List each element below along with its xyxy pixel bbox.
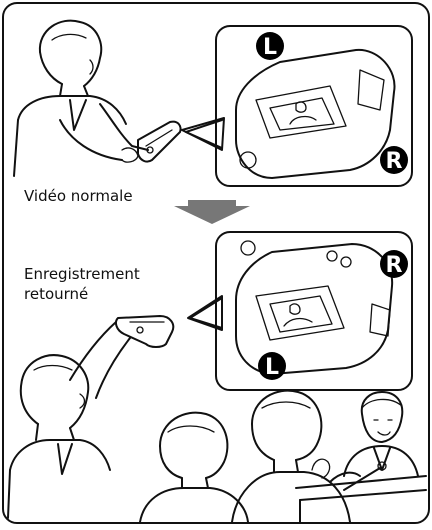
person-holding-camcorder-top xyxy=(14,21,181,176)
label-reverse-recording-line1: Enregistrement xyxy=(24,264,140,284)
audience-member-left xyxy=(140,413,248,522)
badge-left-bottom: L xyxy=(258,352,286,380)
camcorder-closeup-bottom xyxy=(236,241,392,374)
label-reverse-recording: Enregistrement retourné xyxy=(24,264,140,304)
badge-right-top-text: R xyxy=(386,149,403,174)
person-holding-camcorder-overhead xyxy=(8,316,173,518)
label-reverse-recording-line2: retourné xyxy=(24,284,140,304)
label-normal-video: Vidéo normale xyxy=(24,186,133,206)
speaker-at-desk xyxy=(296,392,426,522)
badge-left-bottom-text: L xyxy=(265,355,279,380)
badge-left-top: L xyxy=(256,32,284,60)
inset-frame-bottom xyxy=(216,232,412,390)
badge-right-bottom: R xyxy=(380,250,408,278)
badge-right-bottom-text: R xyxy=(386,253,403,278)
camcorder-closeup-top xyxy=(236,50,395,178)
badge-left-top-text: L xyxy=(263,35,277,60)
audience-member-right xyxy=(232,391,350,522)
down-arrow-icon xyxy=(174,200,250,224)
badge-right-top: R xyxy=(380,146,408,174)
